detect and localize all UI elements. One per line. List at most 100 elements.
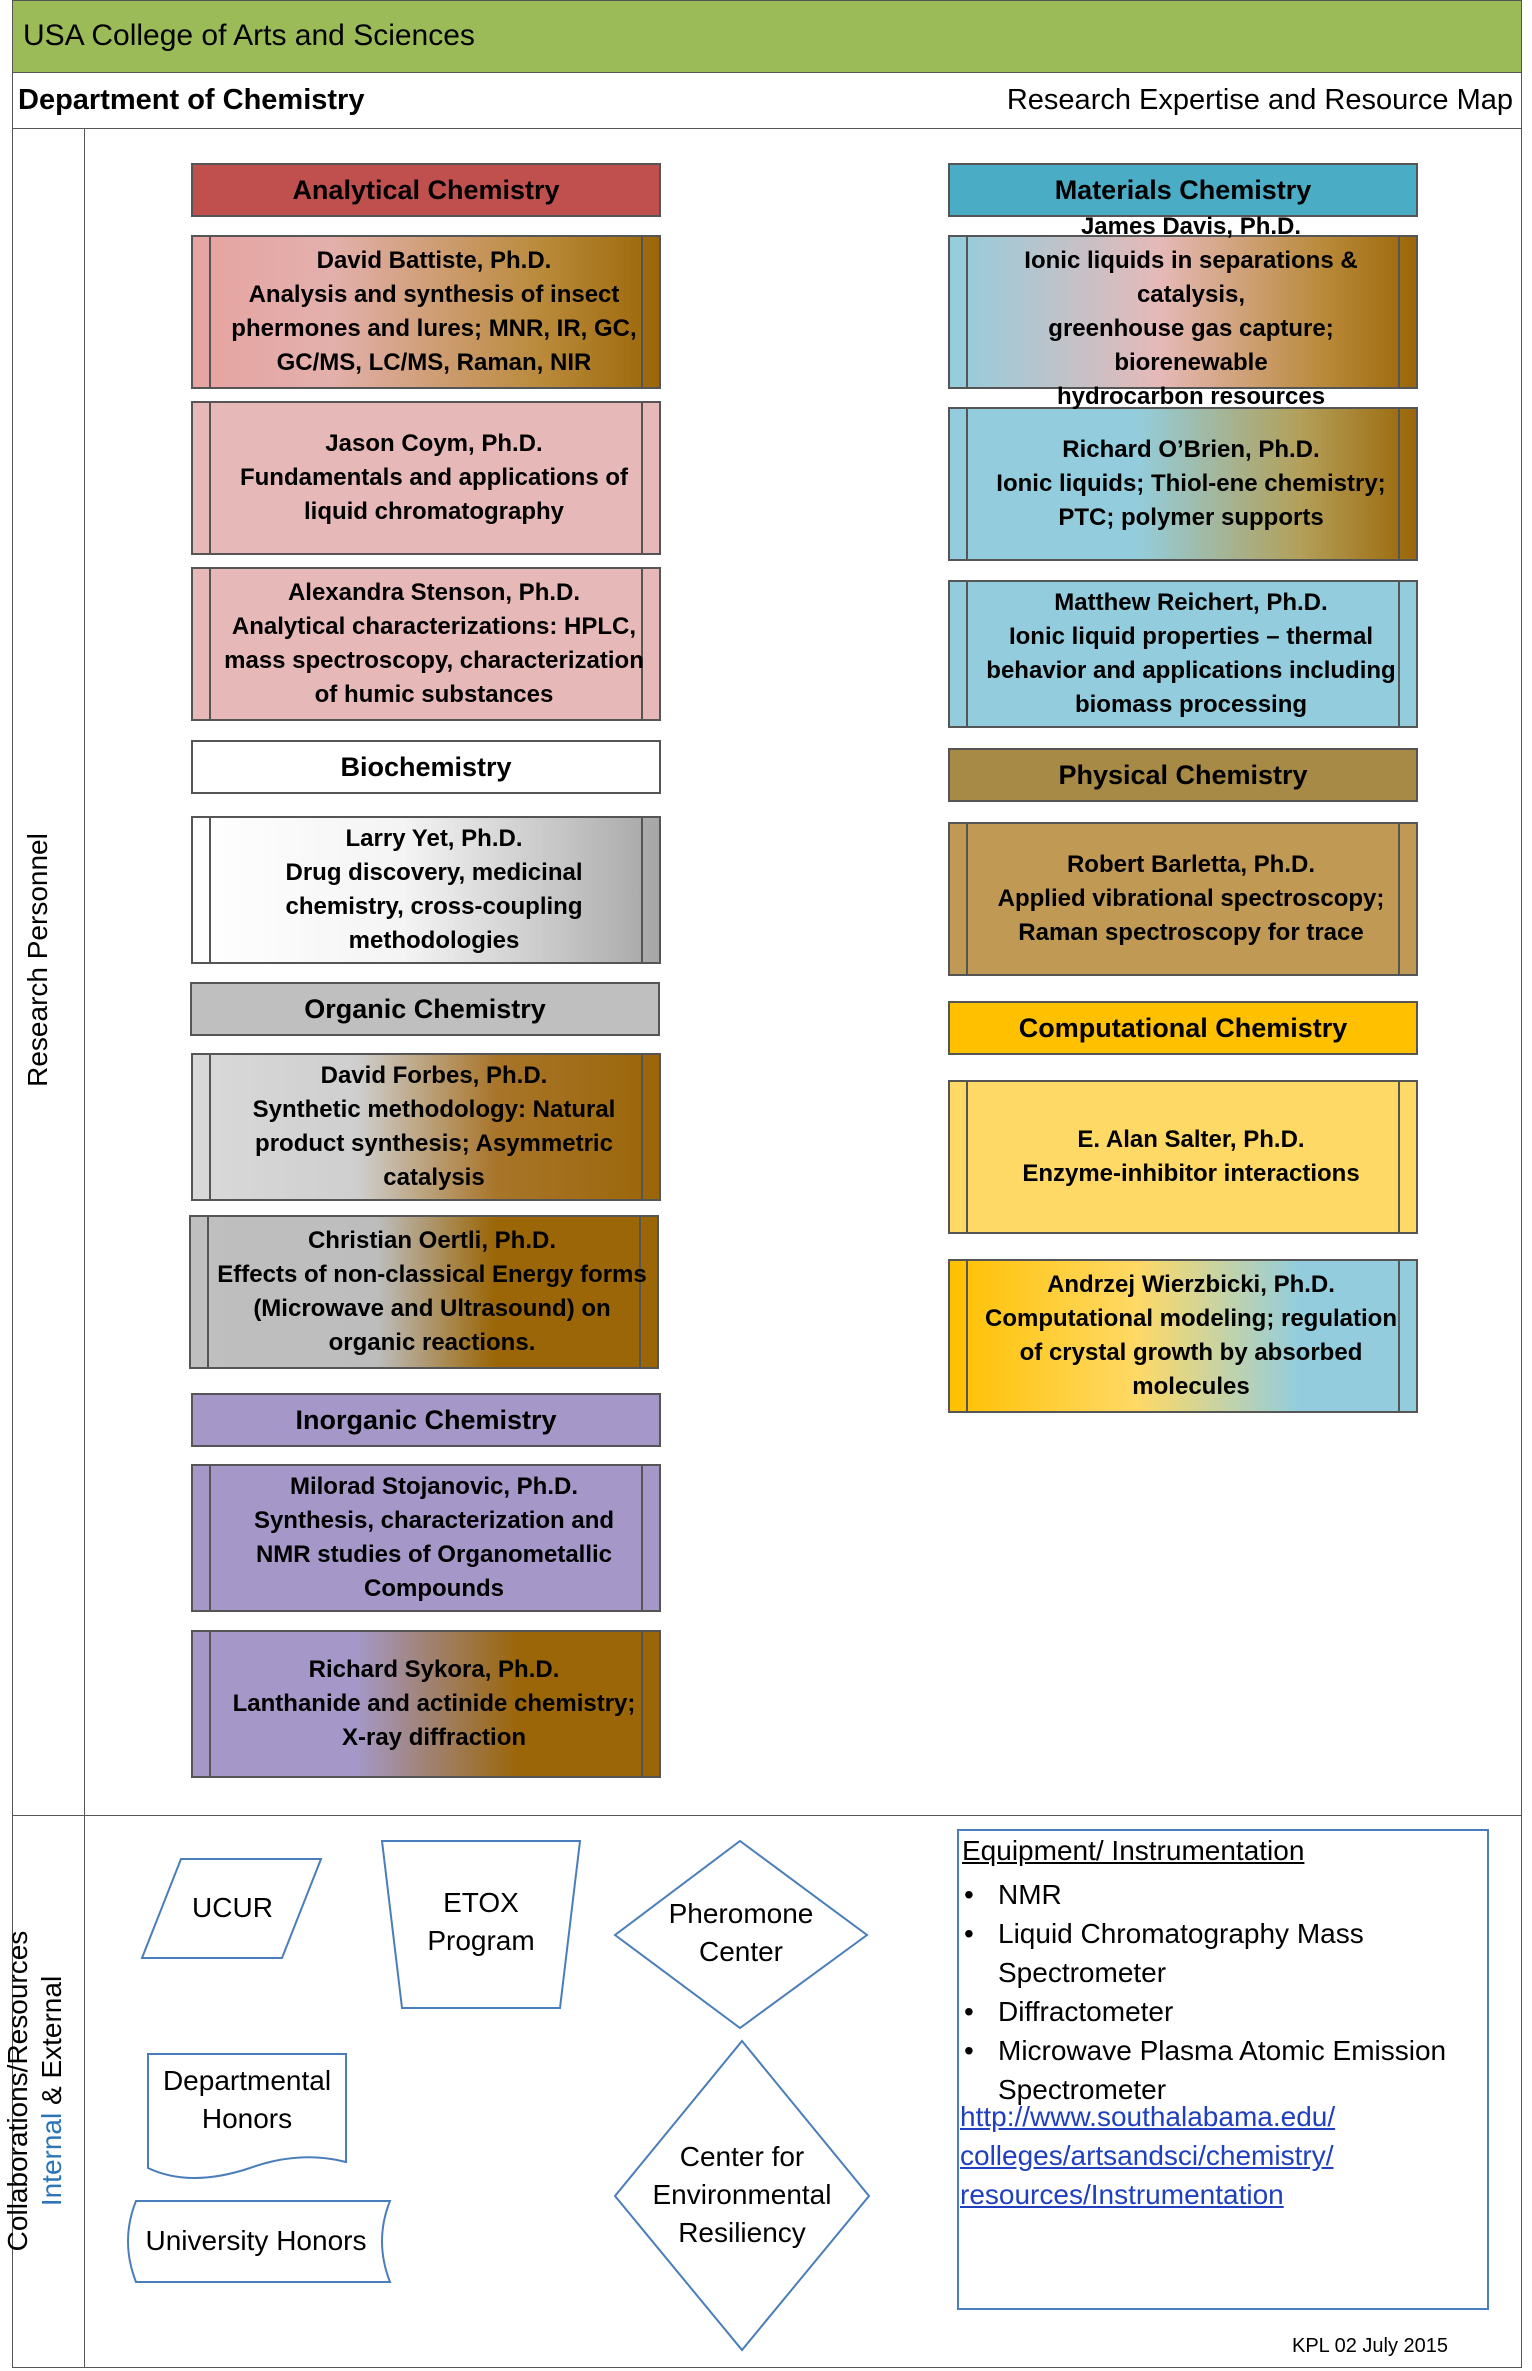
person-text: Robert Barletta, Ph.D. Applied vibrationa… bbox=[998, 848, 1385, 950]
person-text: Milorad Stojanovic, Ph.D. Synthesis, char… bbox=[254, 1470, 614, 1606]
person-expertise-line: Enzyme-inhibitor interactions bbox=[1022, 1160, 1360, 1187]
person-text: E. Alan Salter, Ph.D. Enzyme-inhibitor in… bbox=[1022, 1123, 1359, 1191]
person-box: Christian Oertli, Ph.D.Effects of non-cl… bbox=[189, 1215, 659, 1369]
person-name: David Battiste, Ph.D. bbox=[316, 247, 552, 274]
person-box: Milorad Stojanovic, Ph.D. Synthesis, char… bbox=[191, 1464, 661, 1612]
person-name: Richard Sykora, Ph.D. bbox=[308, 1656, 560, 1683]
person-expertise-line: product synthesis; Asymmetric bbox=[255, 1130, 613, 1157]
person-expertise-line: Lanthanide and actinide chemistry; bbox=[232, 1690, 636, 1717]
department-title: Department of Chemistry bbox=[18, 84, 365, 116]
collab-label-external: & External bbox=[36, 1975, 67, 2113]
person-box: Richard Sykora, Ph.D. Lanthanide and acti… bbox=[191, 1630, 661, 1778]
personnel-label-column bbox=[12, 129, 85, 1816]
person-expertise-line: Synthesis, characterization and bbox=[253, 1507, 615, 1534]
instrumentation-link[interactable]: http://www.southalabama.edu/ colleges/ar… bbox=[960, 2097, 1480, 2214]
person-name: Larry Yet, Ph.D. bbox=[345, 825, 523, 852]
category-analytical-chemistry: Analytical Chemistry bbox=[191, 163, 661, 217]
college-header: USA College of Arts and Sciences bbox=[12, 0, 1522, 73]
collab-label-line1: Collaborations/Resources bbox=[2, 1930, 33, 2252]
person-expertise-line: greenhouse gas capture; biorenewable bbox=[1048, 315, 1334, 376]
person-expertise-line: (Microwave and Ultrasound) on bbox=[253, 1295, 611, 1322]
category-organic-chemistry: Organic Chemistry bbox=[190, 982, 660, 1036]
collaborations-section bbox=[12, 1816, 1522, 2368]
person-expertise-line: Ionic liquids; Thiol-ene chemistry; bbox=[996, 470, 1386, 497]
person-box: E. Alan Salter, Ph.D. Enzyme-inhibitor in… bbox=[948, 1080, 1418, 1234]
person-expertise-line: Computational modeling; regulation bbox=[985, 1305, 1397, 1332]
person-expertise-line: of crystal growth by absorbed bbox=[1019, 1339, 1363, 1366]
person-expertise-line: behavior and applications including bbox=[986, 657, 1396, 684]
research-personnel-label: Research Personnel bbox=[22, 833, 53, 1087]
person-text: David Forbes, Ph.D. Synthetic methodology… bbox=[253, 1059, 616, 1195]
pheromone-center-label: Pheromone Center bbox=[668, 1898, 814, 1967]
category-biochemistry: Biochemistry bbox=[191, 740, 661, 794]
person-name: Milorad Stojanovic, Ph.D. bbox=[289, 1473, 579, 1500]
person-expertise-line: Effects of non-classical Energy forms bbox=[217, 1261, 647, 1288]
equipment-instrumentation-box: Equipment/ Instrumentation NMR Liquid Ch… bbox=[957, 1829, 1489, 2310]
person-expertise-line: molecules bbox=[1132, 1373, 1250, 1400]
person-name: E. Alan Salter, Ph.D. bbox=[1077, 1126, 1305, 1153]
category-physical-chemistry: Physical Chemistry bbox=[948, 748, 1418, 802]
person-expertise-line: GC/MS, LC/MS, Raman, NIR bbox=[276, 349, 592, 376]
person-text: David Battiste, Ph.D. Analysis and synthe… bbox=[231, 244, 636, 380]
person-name: James Davis, Ph.D. bbox=[1080, 213, 1302, 240]
person-expertise-line: liquid chromatography bbox=[303, 498, 564, 525]
equipment-item: NMR bbox=[962, 1875, 1482, 1914]
person-box: Robert Barletta, Ph.D. Applied vibrationa… bbox=[948, 822, 1418, 976]
person-text: Christian Oertli, Ph.D.Effects of non-cl… bbox=[217, 1224, 646, 1360]
person-text: Alexandra Stenson, Ph.D.Analytical chara… bbox=[224, 576, 644, 712]
person-expertise-line: Ionic liquid properties – thermal bbox=[1008, 623, 1374, 650]
person-box: Richard O’Brien, Ph.D. Ionic liquids; Thi… bbox=[948, 407, 1418, 561]
person-expertise-line: phermones and lures; MNR, IR, GC, bbox=[231, 315, 637, 342]
person-expertise-line: Synthetic methodology: Natural bbox=[252, 1096, 616, 1123]
person-text: Richard Sykora, Ph.D. Lanthanide and acti… bbox=[233, 1653, 636, 1755]
person-box: David Battiste, Ph.D. Analysis and synthe… bbox=[191, 235, 661, 389]
person-expertise-line: Drug discovery, medicinal bbox=[285, 859, 583, 886]
person-expertise-line: organic reactions. bbox=[328, 1329, 536, 1356]
person-expertise-line: biomass processing bbox=[1074, 691, 1308, 718]
university-honors-label: University Honors bbox=[145, 2225, 367, 2256]
person-expertise-line: Raman spectroscopy for trace bbox=[1018, 919, 1364, 946]
person-expertise-line: NMR studies of Organometallic bbox=[255, 1541, 613, 1568]
equipment-title: Equipment/ Instrumentation bbox=[962, 1835, 1305, 1866]
person-expertise-line: methodologies bbox=[348, 927, 520, 954]
person-expertise-line: of humic substances bbox=[314, 681, 554, 708]
person-name: Jason Coym, Ph.D. bbox=[325, 430, 543, 457]
person-expertise-line: Analysis and synthesis of insect bbox=[248, 281, 620, 308]
collaborations-label: Collaborations/Resources Internal & Exte… bbox=[1, 1851, 69, 2331]
person-box: James Davis, Ph.D. Ionic liquids in separ… bbox=[948, 213, 1418, 410]
person-expertise-line: Fundamentals and applications of bbox=[239, 464, 629, 491]
person-box: Andrzej Wierzbicki, Ph.D. Computational m… bbox=[948, 1259, 1418, 1413]
collaborations-label-column bbox=[12, 1816, 85, 2368]
environmental-resiliency-label: Center for Environmental Resiliency bbox=[652, 2141, 832, 2248]
person-text: Richard O’Brien, Ph.D. Ionic liquids; Thi… bbox=[996, 433, 1385, 535]
person-name: David Forbes, Ph.D. bbox=[320, 1062, 548, 1089]
person-expertise-line: Compounds bbox=[364, 1575, 504, 1602]
equipment-item: Liquid Chromatography Mass Spectrometer bbox=[962, 1914, 1482, 1992]
person-expertise-line: Ionic liquids in separations & catalysis… bbox=[1024, 247, 1358, 308]
person-box: David Forbes, Ph.D. Synthetic methodology… bbox=[191, 1053, 661, 1201]
category-computational-chemistry: Computational Chemistry bbox=[948, 1001, 1418, 1055]
person-name: Andrzej Wierzbicki, Ph.D. bbox=[1047, 1271, 1335, 1298]
person-box: Jason Coym, Ph.D. Fundamentals and applic… bbox=[191, 401, 661, 555]
link-line[interactable]: http://www.southalabama.edu/ bbox=[960, 2101, 1336, 2132]
department-header: Department of Chemistry Research Experti… bbox=[12, 73, 1522, 129]
equipment-item: Diffractometer bbox=[962, 1992, 1482, 2031]
person-name: Robert Barletta, Ph.D. bbox=[1066, 851, 1316, 878]
research-personnel-section bbox=[12, 129, 1522, 1816]
person-text: Matthew Reichert, Ph.D.Ionic liquid prop… bbox=[986, 586, 1395, 722]
person-box: Larry Yet, Ph.D. Drug discovery, medicina… bbox=[191, 816, 661, 964]
category-materials-chemistry: Materials Chemistry bbox=[948, 163, 1418, 217]
map-title: Research Expertise and Resource Map bbox=[1006, 84, 1513, 116]
person-expertise-line: mass spectroscopy, characterization bbox=[224, 647, 644, 674]
link-line[interactable]: resources/Instrumentation bbox=[960, 2179, 1284, 2210]
collab-label-internal: Internal bbox=[36, 2112, 67, 2207]
college-title: USA College of Arts and Sciences bbox=[23, 19, 475, 52]
person-expertise-line: catalysis bbox=[383, 1164, 485, 1191]
footer-note: KPL 02 July 2015 bbox=[1292, 2335, 1449, 2357]
person-expertise-line: Applied vibrational spectroscopy; bbox=[997, 885, 1385, 912]
etox-label: ETOX Program bbox=[427, 1887, 535, 1956]
category-inorganic-chemistry: Inorganic Chemistry bbox=[191, 1393, 661, 1447]
person-name: Richard O’Brien, Ph.D. bbox=[1062, 436, 1320, 463]
person-box: Alexandra Stenson, Ph.D.Analytical chara… bbox=[191, 567, 661, 721]
link-line[interactable]: colleges/artsandsci/chemistry/ bbox=[960, 2140, 1334, 2171]
